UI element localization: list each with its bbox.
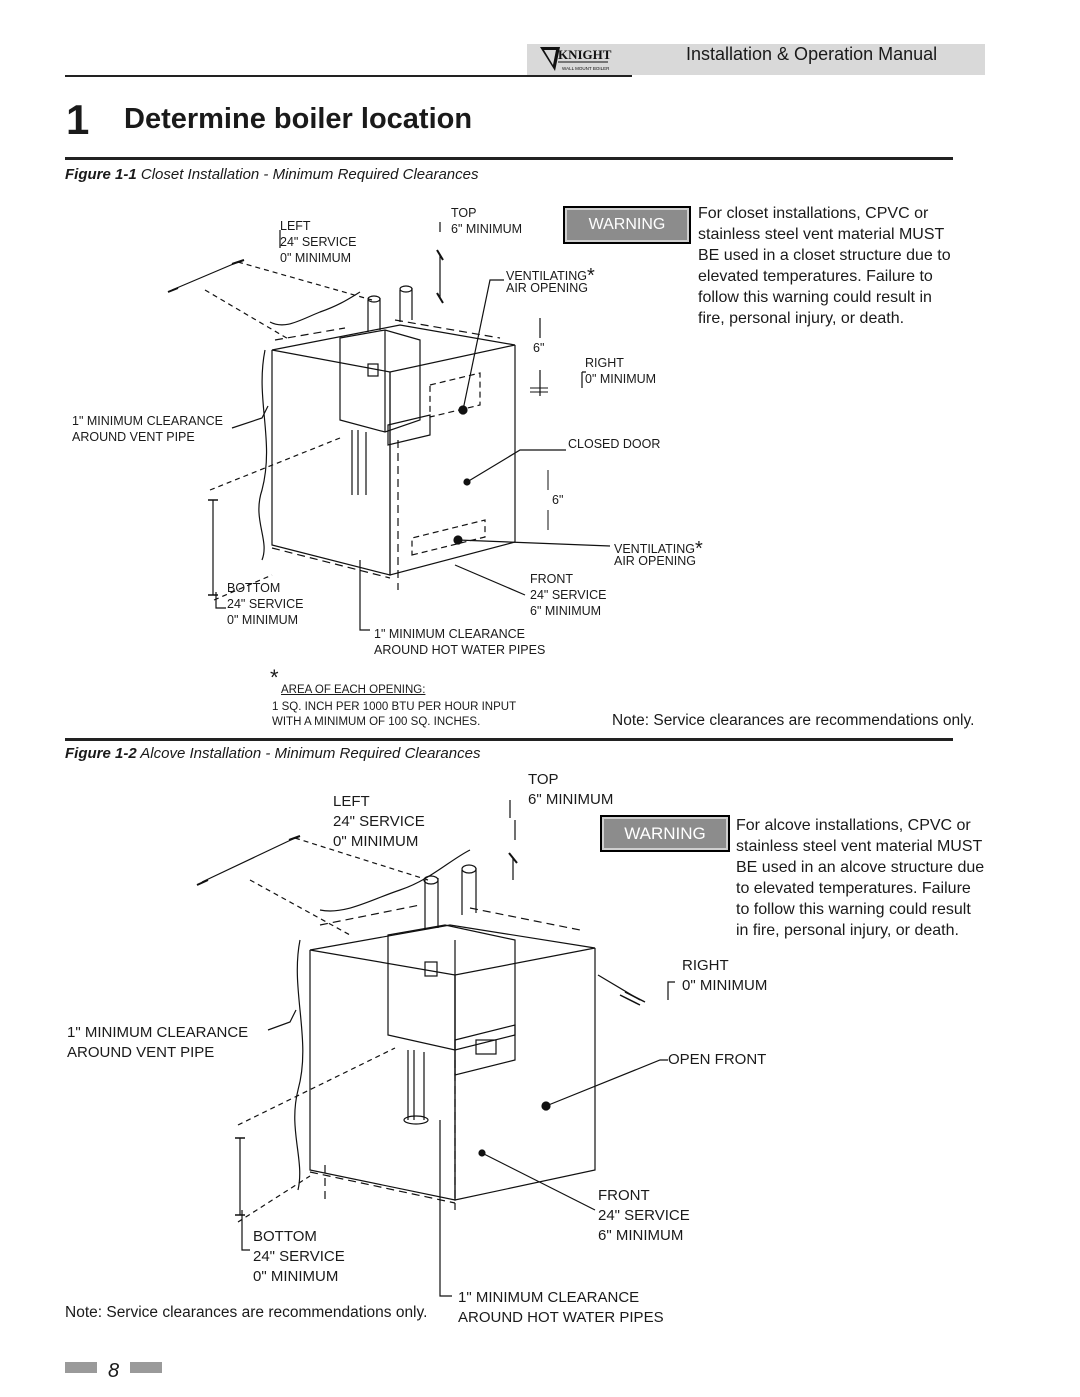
svg-text:KNIGHT: KNIGHT [558,47,612,62]
figure-2-caption: Figure 1-2 Alcove Installation - Minimum… [65,745,481,762]
figure-1-caption: Figure 1-1 Closet Installation - Minimum… [65,166,479,183]
fig1-vent-bottom-label: VENTILATING* AIR OPENING [614,538,703,568]
chapter-number: 1 [66,96,90,143]
section-rule [65,157,953,160]
warning-text-2: For alcove installations, CPVC or stainl… [736,817,985,939]
area-note-asterisk: * [270,665,279,690]
fig1-vent-top-label: VENTILATING* AIR OPENING [506,265,595,295]
manual-title: Installation & Operation Manual [686,44,938,64]
chapter-title: Determine boiler location [124,103,473,135]
warning-text-1: For closet installations, CPVC or stainl… [698,205,951,327]
fig2-open-front-label: OPEN FRONT [668,1051,767,1068]
fig1-service-note: Note: Service clearances are recommendat… [612,712,975,729]
warning-badge-2: WARNING [600,815,730,852]
page-number: 8 [108,1360,120,1382]
closet-installation-diagram [167,222,611,631]
header-rule [65,75,632,77]
svg-text:WALL MOUNT BOILER: WALL MOUNT BOILER [562,66,610,71]
fig1-six-top-label: 6" [533,341,545,355]
alcove-installation-diagram [196,800,675,1297]
area-note-title: AREA OF EACH OPENING: [281,684,426,696]
header-bar [527,44,985,75]
warning-badge-1: WARNING [563,206,691,244]
fig1-closed-door-label: CLOSED DOOR [568,437,661,451]
page-bar-left [65,1362,97,1373]
page-bar-right [130,1362,162,1373]
fig2-service-note: Note: Service clearances are recommendat… [65,1304,428,1321]
figure-separator-rule [65,738,953,741]
fig1-six-bottom-label: 6" [552,493,564,507]
knight-logo: KNIGHT WALL MOUNT BOILER [540,47,612,71]
